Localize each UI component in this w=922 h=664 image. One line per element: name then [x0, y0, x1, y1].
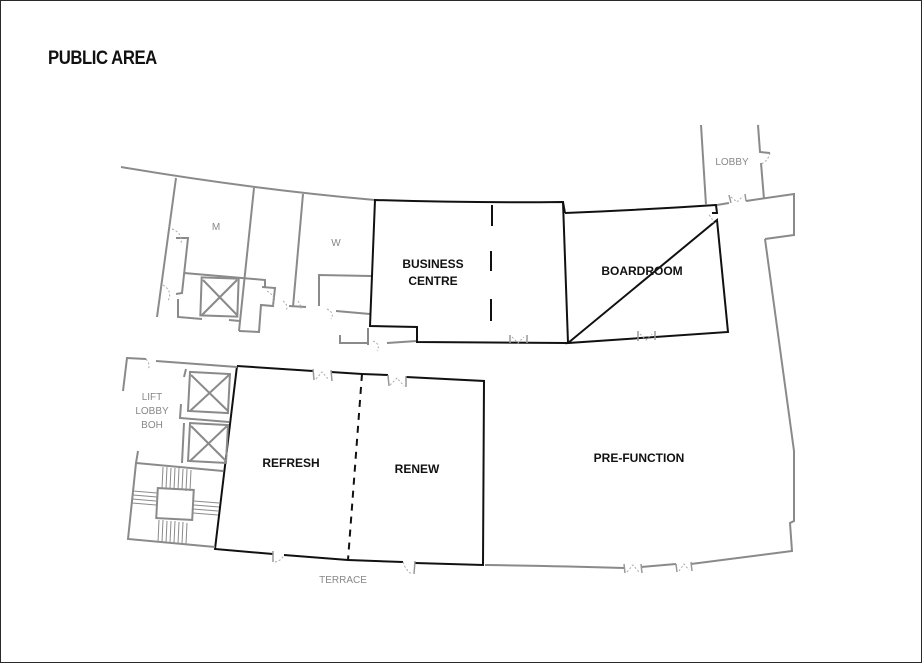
business-centre-label-line1: BUSINESS: [402, 257, 463, 271]
business-centre-label-line2: CENTRE: [408, 274, 457, 288]
room-renew[interactable]: [347, 373, 486, 575]
renew-label: RENEW: [395, 462, 440, 476]
service-lift-shaft: [199, 276, 240, 318]
pre-function-label: PRE-FUNCTION: [594, 451, 685, 465]
terrace-label: TERRACE: [319, 575, 367, 586]
room-pre-function[interactable]: [484, 238, 795, 574]
lift-lobby-label-line1: LIFT: [142, 392, 163, 403]
stairwell: [126, 450, 224, 548]
area-lift-lobby-boh: [122, 356, 238, 548]
womens-restroom-label: W: [331, 238, 341, 249]
passenger-lift-shaft: [186, 421, 230, 465]
refresh-label: REFRESH: [262, 456, 319, 470]
passenger-lift-shaft: [186, 370, 232, 415]
north-facade-wall: [120, 166, 376, 201]
area-lobby: [700, 124, 795, 240]
room-boardroom[interactable]: [562, 201, 730, 345]
page-title: PUBLIC AREA: [48, 48, 157, 69]
mens-restroom-label: M: [212, 222, 220, 233]
lobby-label: LOBBY: [715, 157, 749, 168]
restroom-block: [156, 177, 418, 352]
lift-lobby-label-line2: LOBBY: [135, 406, 169, 417]
lift-lobby-label-line3: BOH: [141, 420, 163, 431]
boardroom-label: BOARDROOM: [601, 264, 682, 278]
room-refresh[interactable]: [213, 365, 363, 563]
room-business-centre[interactable]: [368, 198, 570, 345]
